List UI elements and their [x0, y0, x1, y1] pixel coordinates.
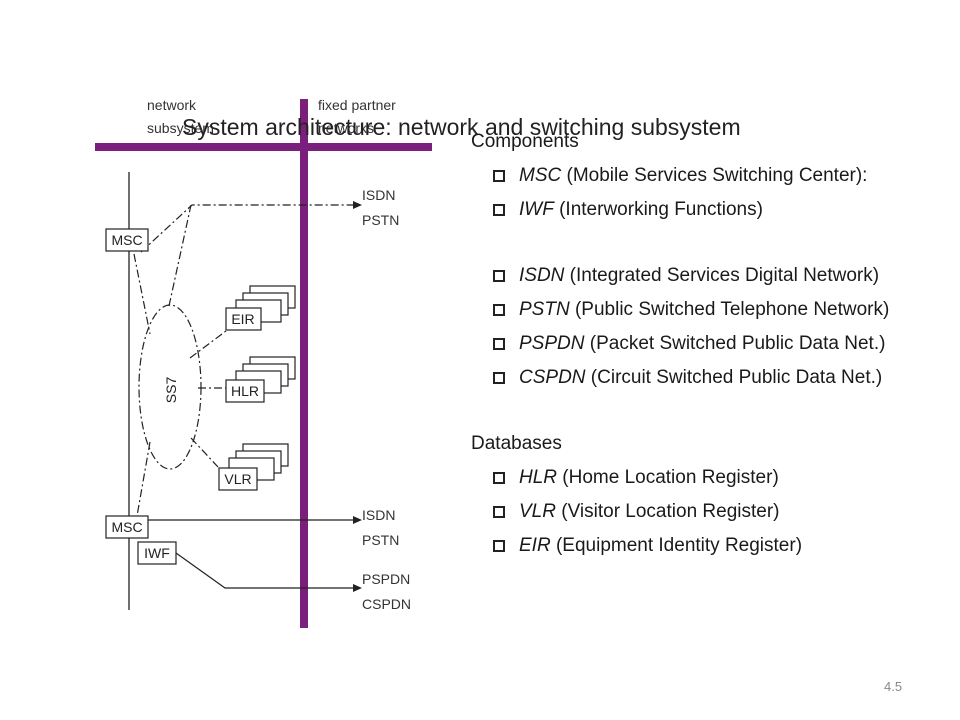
vlr-label: VLR	[224, 471, 251, 487]
checkbox-icon	[493, 372, 505, 384]
signal-line-ss7-to-eir	[189, 330, 227, 359]
list-item-msc: MSC (Mobile Services Switching Center):	[471, 159, 951, 193]
signal-line-msc-top-to-isdn	[140, 204, 355, 253]
ss7-ellipse	[138, 304, 202, 470]
definitions-block: Components MSC (Mobile Services Switchin…	[471, 125, 951, 563]
vlr-stack: VLR	[218, 443, 289, 491]
list-item-iwf: IWF (Interworking Functions)	[471, 193, 951, 227]
list-item-hlr: HLR (Home Location Register)	[471, 461, 951, 495]
list-item-eir: EIR (Equipment Identity Register)	[471, 529, 951, 563]
arrowhead-isdn-mid	[353, 516, 362, 524]
checkbox-icon	[493, 170, 505, 182]
checkbox-icon	[493, 338, 505, 350]
arrowhead-pspdn	[353, 584, 362, 592]
msc-bottom-box	[105, 515, 149, 539]
databases-heading: Databases	[471, 433, 562, 454]
checkbox-icon	[493, 540, 505, 552]
checkbox-icon	[493, 506, 505, 518]
list-item-pstn: PSTN (Public Switched Telephone Network)	[471, 293, 951, 327]
signal-line-ss7-to-vlr	[190, 437, 219, 468]
fixed-partner-networks-label: fixed partner networks	[318, 97, 400, 136]
signal-line-ss7-to-msc-top	[168, 204, 192, 307]
arrowhead-isdn-top	[353, 201, 362, 209]
hlr-label: HLR	[231, 383, 259, 399]
checkbox-icon	[493, 304, 505, 316]
msc-top-box	[105, 228, 149, 252]
network-subsystem-label: network subsystem	[147, 97, 214, 136]
ss7-label: SS7	[163, 377, 179, 404]
signal-line-msc-top-to-ss7	[133, 253, 151, 335]
iwf-label: IWF	[144, 545, 170, 561]
pspdn-cspdn-label: PSPDN CSPDN	[362, 571, 414, 612]
isdn-pstn-mid-label: ISDN PSTN	[362, 507, 399, 548]
components-heading: Components	[471, 131, 579, 152]
list-item-cspdn: CSPDN (Circuit Switched Public Data Net.…	[471, 361, 951, 395]
iwf-to-pspdn-line	[175, 552, 354, 589]
eir-stack: EIR	[225, 285, 296, 331]
eir-label: EIR	[231, 311, 254, 327]
list-item-isdn: ISDN (Integrated Services Digital Networ…	[471, 259, 951, 293]
checkbox-icon	[493, 204, 505, 216]
slide-title: System architecture: network and switchi…	[182, 114, 741, 140]
list-item-pspdn: PSPDN (Packet Switched Public Data Net.)	[471, 327, 951, 361]
isdn-pstn-top-label: ISDN PSTN	[362, 187, 399, 228]
checkbox-icon	[493, 472, 505, 484]
list-item-vlr: VLR (Visitor Location Register)	[471, 495, 951, 529]
msc-top-label: MSC	[111, 232, 142, 248]
checkbox-icon	[493, 270, 505, 282]
msc-bottom-label: MSC	[111, 519, 142, 535]
page-number: 4.5	[884, 679, 903, 694]
signal-line-ss7-to-msc-bottom	[136, 441, 151, 517]
hlr-stack: HLR	[225, 356, 296, 403]
